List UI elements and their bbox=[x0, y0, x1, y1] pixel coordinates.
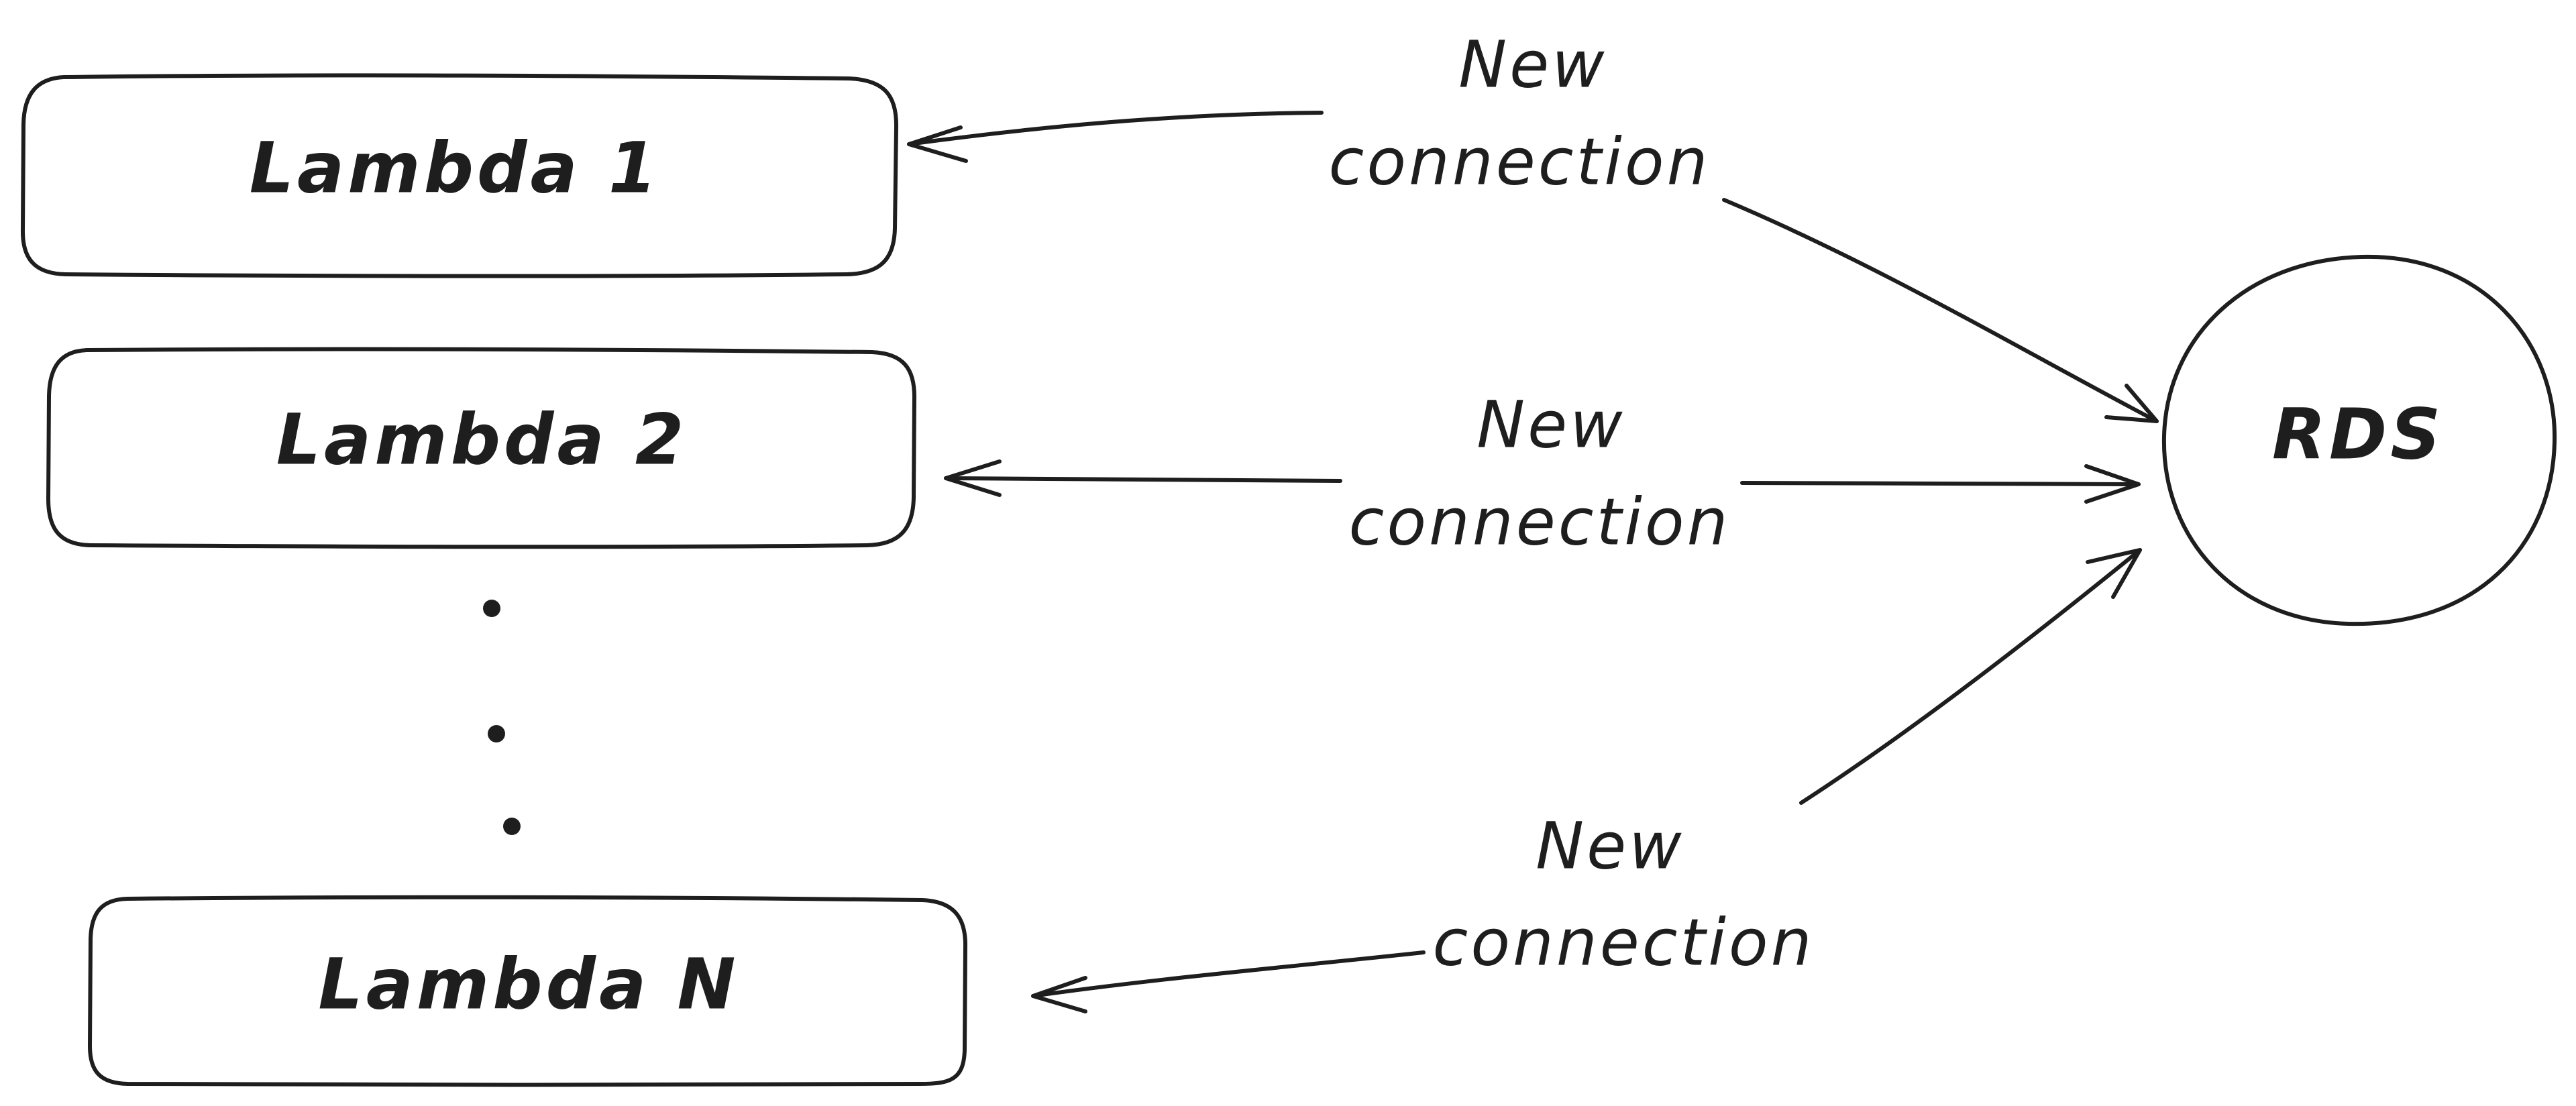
arrow-segment bbox=[944, 476, 1342, 483]
arrowhead-icon bbox=[2104, 384, 2159, 423]
arrow-segment bbox=[1799, 548, 2142, 805]
arrow-segment bbox=[1740, 481, 2141, 486]
connection-label-line2: connection bbox=[1349, 484, 1731, 559]
arrow-segment bbox=[907, 111, 1324, 146]
arrowhead-icon bbox=[907, 125, 968, 163]
ellipsis-dot bbox=[483, 600, 500, 617]
lambda-2-box bbox=[46, 347, 917, 549]
rds-circle bbox=[2161, 254, 2557, 626]
ellipsis-dot bbox=[488, 725, 505, 742]
lambda-n-box bbox=[88, 895, 968, 1087]
arrow-segment bbox=[1031, 950, 1426, 998]
arrowhead-icon bbox=[2084, 464, 2141, 504]
arrow-segment bbox=[1722, 198, 2159, 423]
ellipsis-dot bbox=[503, 818, 521, 835]
connection-arrow-3[interactable]: New connection bbox=[1031, 548, 2142, 1013]
lambda-1-box bbox=[20, 73, 899, 278]
connection-label-line1: New bbox=[1477, 387, 1625, 462]
connection-arrow-1[interactable]: New connection bbox=[907, 27, 2159, 423]
connection-arrow-2[interactable]: New connection bbox=[944, 387, 2141, 559]
connection-label-line2: connection bbox=[1433, 905, 1815, 980]
rds-node[interactable]: RDS bbox=[2161, 254, 2557, 626]
connection-label-line1: New bbox=[1536, 808, 1684, 883]
lambda-1-node[interactable]: Lambda 1 bbox=[20, 73, 899, 278]
arrowhead-icon bbox=[1031, 976, 1087, 1013]
lambda-2-label: Lambda 2 bbox=[276, 398, 687, 480]
rds-label: RDS bbox=[2272, 393, 2444, 475]
lambda-1-label: Lambda 1 bbox=[250, 127, 660, 209]
lambda-2-node[interactable]: Lambda 2 bbox=[46, 347, 917, 549]
ellipsis-dots bbox=[483, 600, 521, 835]
lambda-n-node[interactable]: Lambda N bbox=[88, 895, 968, 1087]
lambda-n-label: Lambda N bbox=[318, 943, 739, 1025]
arrowhead-icon bbox=[944, 459, 1002, 497]
arrowhead-icon bbox=[2086, 548, 2142, 599]
connection-label-line1: New bbox=[1458, 27, 1607, 102]
connection-label-line2: connection bbox=[1329, 124, 1711, 199]
